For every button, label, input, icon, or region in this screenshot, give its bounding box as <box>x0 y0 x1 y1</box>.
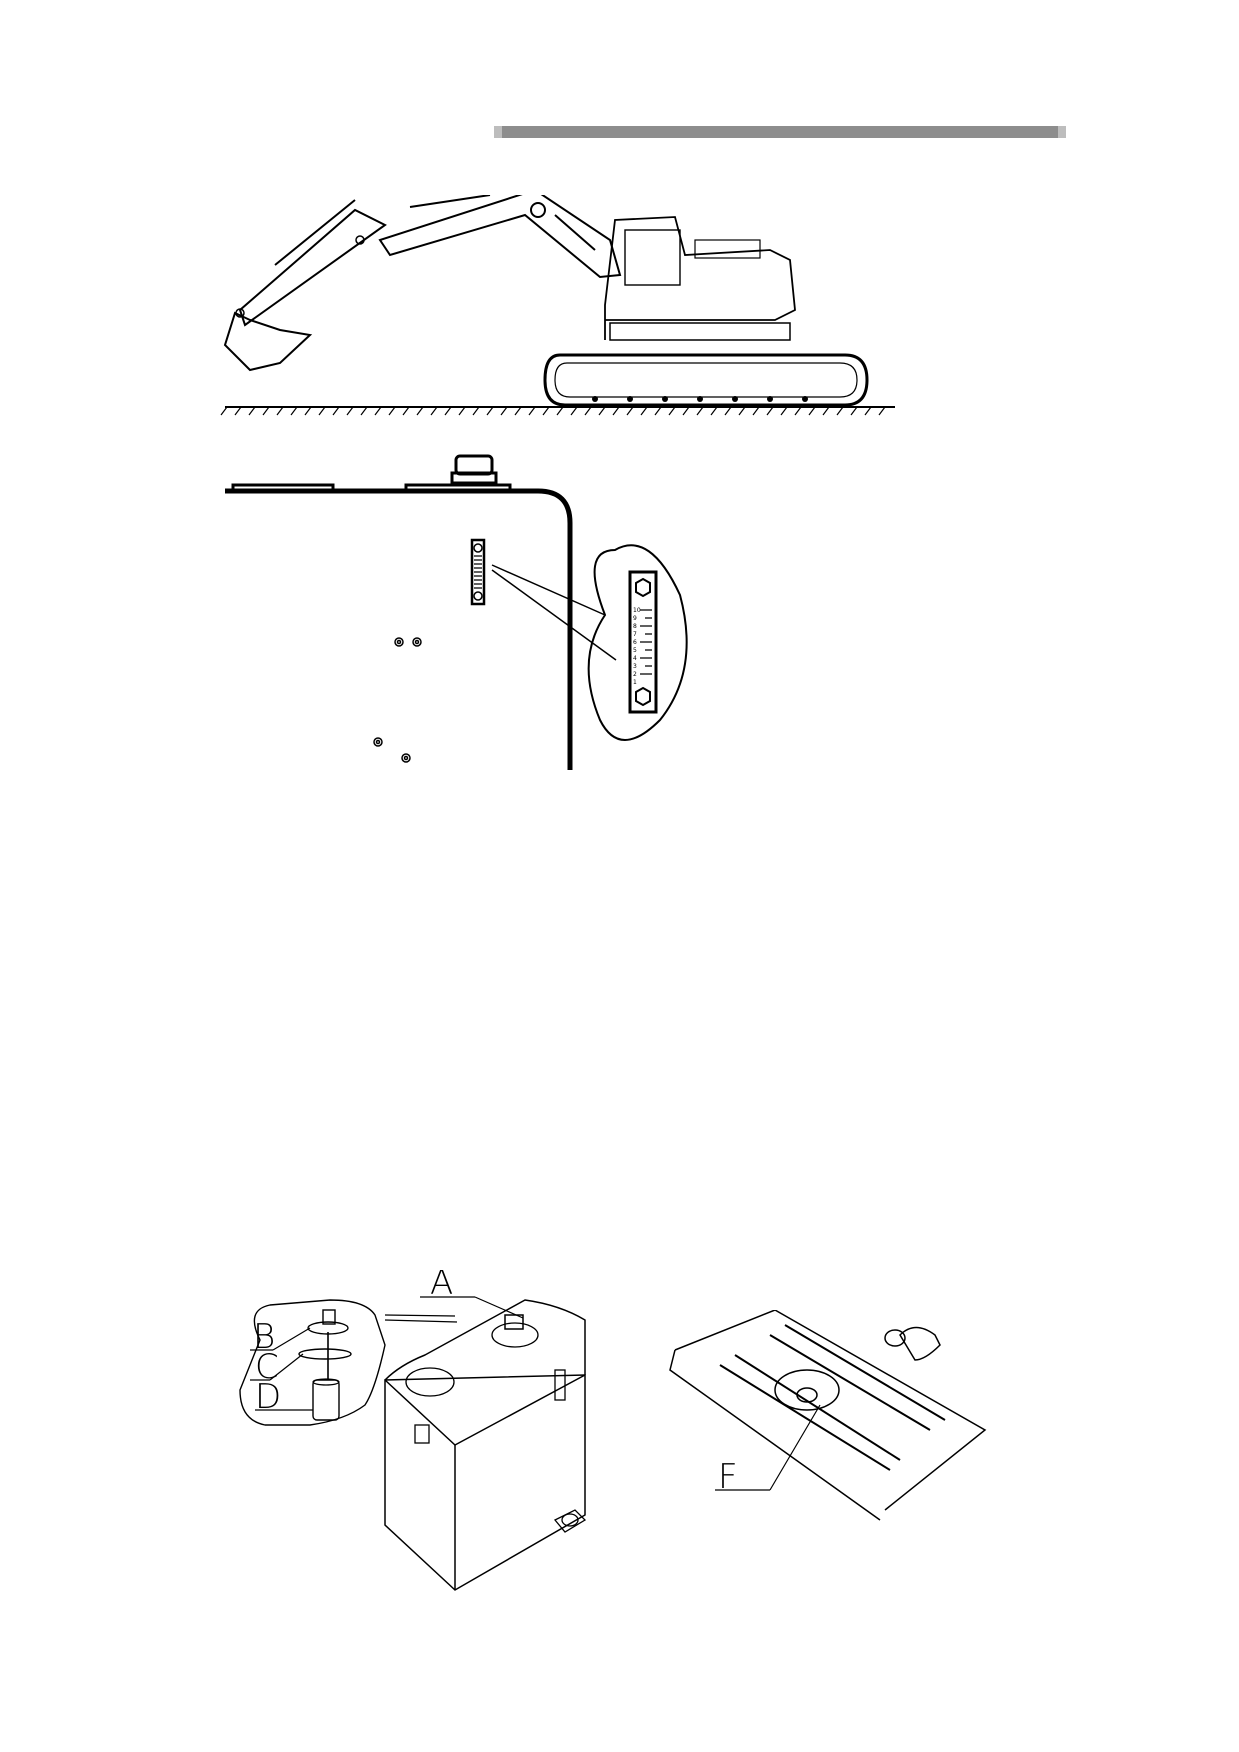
frame-outline <box>674 1310 987 1511</box>
sight-gauge-detail <box>628 570 658 714</box>
filter-d <box>312 1379 340 1421</box>
cap-a <box>504 1314 524 1330</box>
tank-filter-figure: A B C D <box>225 1270 625 1610</box>
tank-side-figure: 10 9 8 7 6 5 4 3 2 1 <box>220 440 700 800</box>
gauge-scale: 10 9 8 7 6 5 4 3 2 1 <box>633 607 641 686</box>
boom <box>378 195 622 279</box>
cab-body <box>604 216 796 340</box>
breather-cap <box>454 454 494 476</box>
svg-text:9: 9 <box>633 615 637 622</box>
label-f: F <box>718 1457 738 1497</box>
excavator-figure <box>215 195 905 420</box>
drain-plug-f <box>796 1387 818 1403</box>
svg-text:7: 7 <box>633 631 637 638</box>
drain-flange <box>774 1369 840 1411</box>
detail-balloon <box>587 544 688 741</box>
svg-text:2: 2 <box>633 671 637 678</box>
label-d: D <box>255 1377 281 1417</box>
svg-text:3: 3 <box>633 663 637 670</box>
svg-text:1: 1 <box>633 679 637 686</box>
arm <box>238 208 387 327</box>
header-bar <box>494 126 1066 138</box>
svg-text:6: 6 <box>633 639 637 646</box>
tank-wall <box>225 488 573 770</box>
oring-c <box>298 1348 352 1360</box>
label-c: C <box>255 1347 279 1387</box>
bolts <box>373 637 422 763</box>
filter-balloon <box>239 1299 386 1426</box>
cover-right <box>404 483 512 491</box>
svg-text:10: 10 <box>633 607 641 614</box>
cap-mount <box>491 1322 539 1348</box>
label-b: B <box>253 1317 275 1357</box>
tank-body <box>384 1374 586 1591</box>
cover-left <box>231 483 335 491</box>
svg-text:5: 5 <box>633 647 637 654</box>
svg-text:4: 4 <box>633 655 637 662</box>
underside-figure: F <box>660 1310 990 1550</box>
bucket <box>223 311 313 372</box>
sight-gauge <box>470 538 486 606</box>
label-a: A <box>430 1270 453 1303</box>
track-outer <box>543 353 869 407</box>
cab-window <box>624 229 681 286</box>
svg-text:8: 8 <box>633 623 637 630</box>
